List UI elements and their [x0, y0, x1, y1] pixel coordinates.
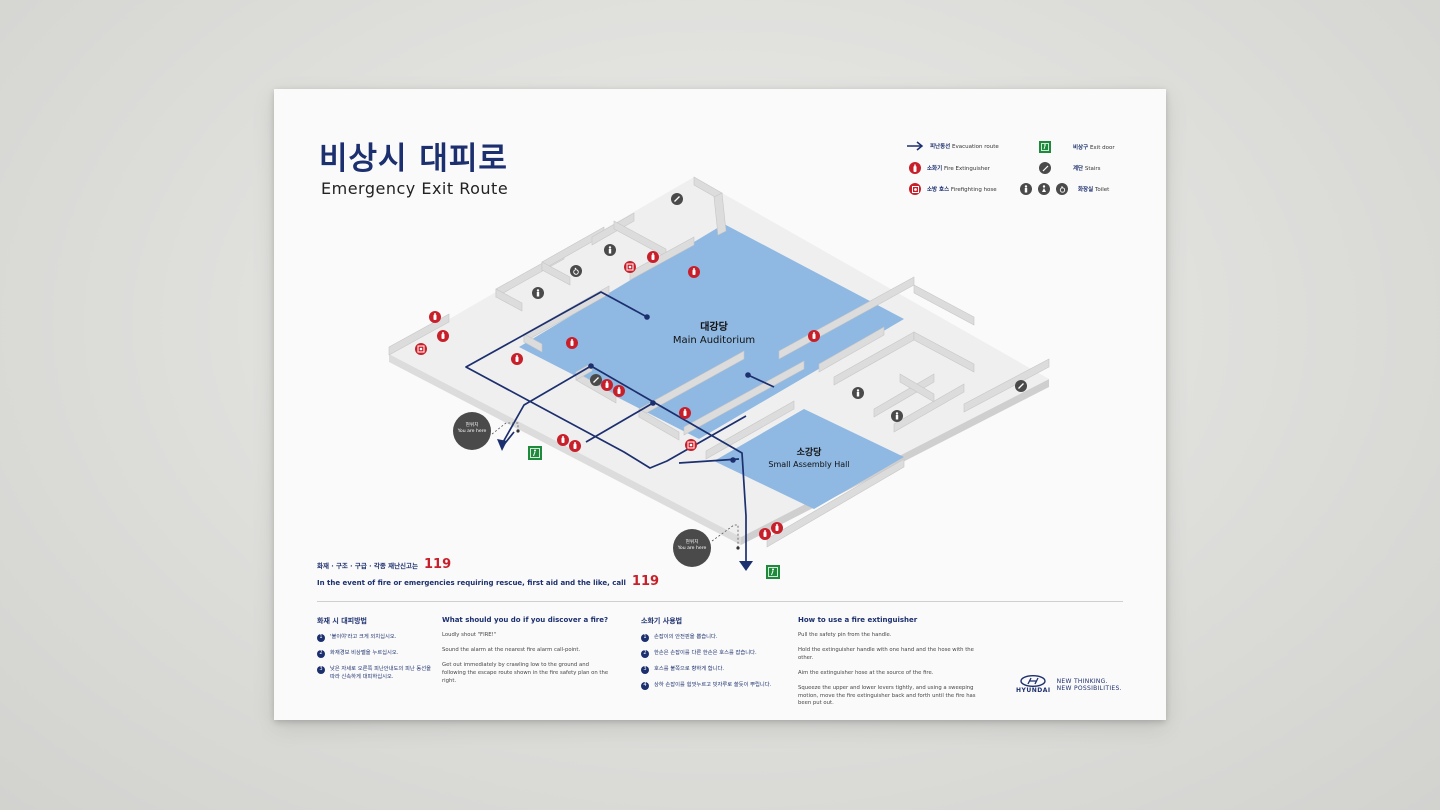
toilet-woman-icon: [1038, 183, 1050, 195]
floor-plan-map: [388, 176, 1050, 580]
toilet-man-icon: [1020, 183, 1032, 195]
accessible-toilet-icon: [1056, 183, 1068, 195]
stairs-icon: [1039, 162, 1051, 174]
hyundai-logo: HYUNDAI: [1016, 675, 1051, 694]
legend-exit-door: 비상구 Exit door: [1039, 141, 1115, 153]
evacuation-arrow-icon: [907, 141, 924, 151]
page-title-korean: 비상시 대피로: [319, 141, 508, 177]
divider: [317, 601, 1123, 602]
legend-firefighting-hose: 소방 호스 Firefighting hose: [909, 183, 997, 195]
extinguisher-usage-english: How to use a fire extinguisher Pull the …: [798, 616, 976, 707]
toilet-icon: [532, 287, 544, 299]
legend-toilet: 화장실 Toilet: [1020, 183, 1109, 195]
legend-stairs: 계단 Stairs: [1039, 162, 1101, 174]
exit-door-icon: [765, 564, 781, 580]
hyundai-brand: HYUNDAI NEW THINKING. NEW POSSIBILITIES.: [1016, 675, 1122, 694]
main-auditorium-label: 대강당 Main Auditorium: [672, 322, 756, 346]
toilet-icon: [852, 387, 864, 399]
route-arrow-shafts: [501, 431, 747, 565]
legend-evacuation-route: 피난동선 Evacuation route: [906, 141, 999, 151]
you-are-here-marker-1: [453, 412, 520, 450]
you-are-here-label-1: 현위치 You are here: [457, 423, 487, 434]
page-title-english: Emergency Exit Route: [321, 179, 509, 198]
evacuation-poster: 비상시 대피로 Emergency Exit Route 피난동선 Evacua…: [274, 89, 1166, 720]
route-arrowheads: [497, 439, 753, 571]
emergency-call-english: In the event of fire or emergencies requ…: [317, 574, 660, 589]
stairs-icon: [589, 373, 603, 387]
small-assembly-hall-label: 소강당 Small Assembly Hall: [768, 448, 850, 469]
stairs-icon: [1014, 379, 1028, 393]
toilet-icon: [604, 244, 616, 256]
main-auditorium-floor: [519, 224, 904, 439]
legend-fire-extinguisher: 소화기 Fire Extinguisher: [909, 162, 990, 174]
firefighting-hose-icon: [909, 183, 921, 195]
you-are-here-label-2: 현위치 You are here: [677, 540, 707, 551]
you-are-here-marker-2: [673, 524, 740, 567]
hyundai-logo-icon: [1020, 675, 1047, 687]
emergency-call-korean: 화재 · 구조 · 구급 · 각종 재난신고는 119: [317, 557, 452, 572]
floor-edge-front-left: [389, 354, 741, 545]
small-assembly-hall-floor: [714, 409, 904, 509]
room-walls: [388, 176, 1050, 548]
exit-door-icon: [1039, 141, 1051, 153]
fire-actions-english: What should you do if you discover a fir…: [442, 616, 609, 684]
stairs-icon: [670, 192, 684, 206]
route-nodes: [588, 314, 751, 463]
evacuation-routes: [465, 291, 775, 517]
accessible-toilet-icon: [569, 264, 583, 278]
toilet-icon: [891, 410, 903, 422]
fire-extinguisher-icon: [909, 162, 921, 174]
exit-door-icon: [527, 445, 543, 461]
